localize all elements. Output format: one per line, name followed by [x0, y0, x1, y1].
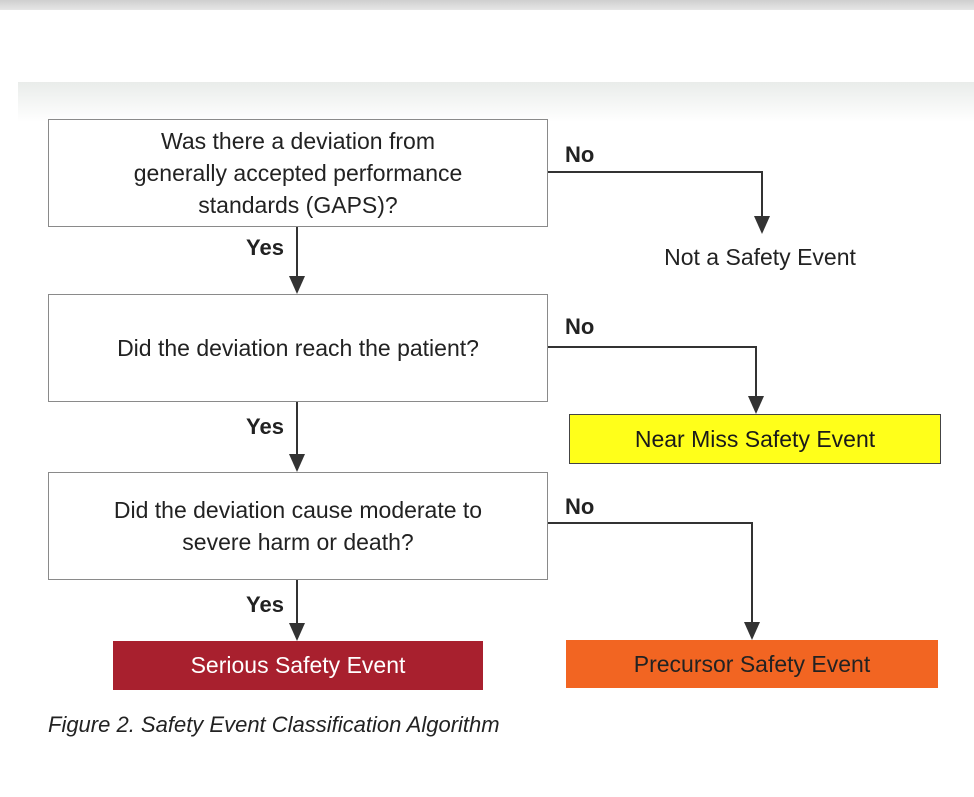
no-label-3: No [565, 494, 595, 519]
outcome-not-safety-event: Not a Safety Event [664, 244, 856, 270]
outcome-near-miss: Near Miss Safety Event [569, 414, 941, 464]
question-gaps-deviation: Was there a deviation from generally acc… [48, 119, 548, 227]
no-label-2: No [565, 314, 595, 339]
yes-label-1: Yes [246, 235, 284, 260]
no-label-1: No [565, 142, 595, 167]
question-harm: Did the deviation cause moderate to seve… [48, 472, 548, 580]
outcome-serious: Serious Safety Event [113, 641, 483, 690]
no-connector-2 [548, 346, 764, 414]
outcome-serious-text: Serious Safety Event [190, 652, 406, 678]
no-connector-1 [548, 171, 770, 234]
background-shade [18, 82, 974, 122]
outcome-near-miss-text: Near Miss Safety Event [634, 425, 876, 452]
yes-label-2: Yes [246, 414, 284, 439]
question-reach-patient-text: Did the deviation reach the patient? [117, 335, 479, 361]
question-gaps-deviation-text: Was there a deviation from generally acc… [133, 128, 463, 218]
top-border [0, 0, 974, 10]
outcome-precursor-text: Precursor Safety Event [633, 650, 871, 677]
question-harm-text: Did the deviation cause moderate to seve… [113, 497, 483, 555]
question-reach-patient: Did the deviation reach the patient? [48, 294, 548, 402]
outcome-precursor: Precursor Safety Event [566, 640, 938, 688]
no-connector-3 [548, 522, 760, 640]
yes-label-3: Yes [246, 592, 284, 617]
figure-caption: Figure 2. Safety Event Classification Al… [48, 712, 500, 737]
